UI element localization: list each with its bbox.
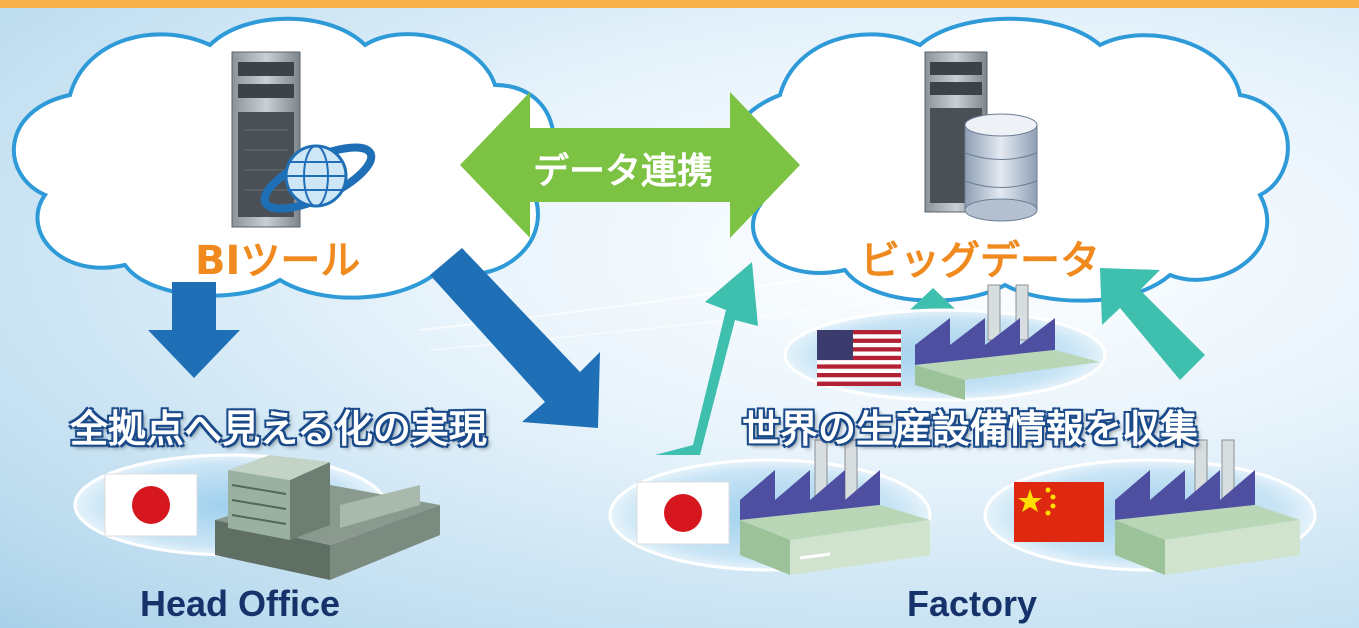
factory-china-icon — [1115, 439, 1300, 575]
teal-arrow-left — [655, 262, 758, 455]
usa-flag — [817, 330, 901, 386]
factory-label: Factory — [907, 583, 1038, 624]
globe-icon — [260, 143, 376, 213]
china-flag — [1014, 482, 1104, 542]
head-office-label: Head Office — [140, 583, 341, 624]
japan-flag — [104, 473, 198, 537]
data-link-arrow — [460, 92, 800, 238]
factory-usa-icon — [915, 284, 1100, 400]
big-data-label: ビッグデータ — [860, 238, 1100, 284]
head-office-building-icon — [215, 455, 440, 580]
data-link-label: データ連携 — [533, 151, 714, 192]
down-arrow — [148, 282, 240, 378]
teal-arrow-right — [1100, 268, 1205, 380]
factory-japan-icon — [740, 439, 930, 575]
top-bar — [0, 0, 1359, 8]
visualization-label: 全拠点へ見える化の実現 — [70, 407, 487, 451]
japan-flag — [636, 481, 730, 545]
bi-tool-label: BIツール — [195, 238, 361, 284]
bi-server-icon — [231, 51, 301, 228]
database-icon — [964, 113, 1038, 222]
diagonal-arrow — [430, 248, 600, 428]
collect-label: 世界の生産設備情報を収集 — [742, 407, 1199, 451]
